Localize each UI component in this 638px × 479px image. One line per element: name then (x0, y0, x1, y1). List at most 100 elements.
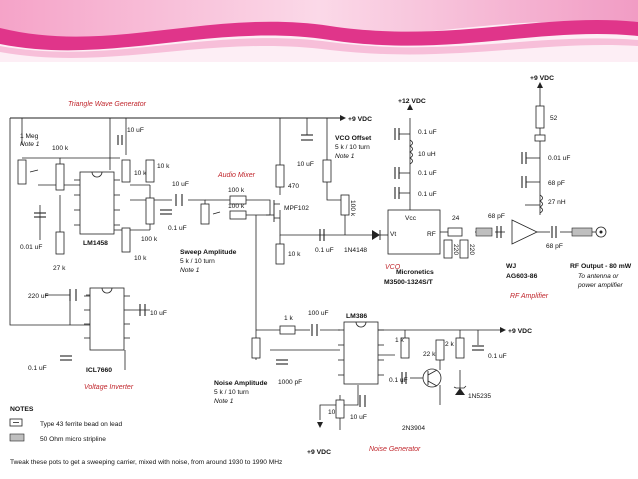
resistor-10k-d (275, 243, 285, 265)
label-to-antenna: To antenna or (578, 273, 619, 280)
label-note1-a: Note 1 (20, 141, 40, 148)
pot-1meg (17, 159, 27, 185)
resistor-10-a (335, 399, 345, 419)
resistor-27k (55, 231, 65, 255)
label-01uf-g: 0.1 uF (488, 353, 507, 360)
cap-01uf-f (60, 355, 72, 361)
label-vco-pot: 5 k / 10 turn (335, 144, 370, 151)
label-10-a: 10 (328, 409, 336, 416)
label-vco-offset: VCO Offset (335, 135, 372, 142)
label-100k-b: 100 k (141, 236, 158, 243)
cap-10uf-d (139, 304, 146, 316)
label-note1-b: Note 1 (180, 267, 200, 274)
audio-mixer: Sweep Amplitude 5 k / 10 turn Note 1 100… (180, 134, 381, 274)
label-mpf102: MPF102 (284, 205, 309, 212)
resistor-1k-b (400, 337, 410, 359)
notes-header: NOTES (10, 406, 34, 413)
ic-lm1458 (79, 171, 115, 235)
label-68pf-b: 68 pF (548, 180, 565, 187)
label-rf-output: RF Output - 80 mW (570, 263, 632, 270)
zener-1n5235 (453, 385, 467, 395)
banner-wave-light (0, 38, 638, 58)
amp-ag603 (511, 219, 538, 245)
transistor-2n3904 (422, 368, 442, 388)
cap-10uf-c (301, 134, 313, 141)
cap-68pf-a (496, 226, 502, 238)
resistor-10k-c (121, 227, 131, 253)
label-27nh: 27 nH (548, 199, 566, 206)
cap-10uf-b (175, 194, 183, 206)
ic-icl7660-pins (84, 287, 130, 339)
ferrite-bead-rf (534, 134, 546, 142)
label-note1-d: Note 1 (214, 398, 234, 405)
label-01uf-e: 0.1 uF (418, 191, 437, 198)
resistor-22k (435, 339, 445, 361)
note-stripline: 50 Ohm micro stripline (40, 436, 106, 443)
label-100uf: 100 uF (308, 310, 329, 317)
label-01uf-h: 0.1 uF (389, 377, 408, 384)
label-10uh: 10 uH (418, 151, 436, 158)
label-10k-c: 10 k (134, 255, 147, 262)
pot-sweep-amplitude (200, 203, 210, 225)
resistor-10k-a (121, 159, 131, 183)
resistor-1k-a (279, 325, 296, 335)
label-22k: 22 k (423, 351, 436, 358)
label-2k: 2 k (445, 341, 454, 348)
resistor-100k-b (145, 197, 155, 225)
label-m3500: M3500-1324S/T (384, 279, 434, 286)
section-vco-label: VCO (385, 264, 401, 271)
cap-001uf-b (521, 152, 540, 164)
ic-lm1458-pins (74, 171, 120, 226)
cap-001uf-a (34, 212, 46, 218)
rf-amplifier: +9 VDC 52 0.01 uF 68 pF 27 nH WJ AG603-8… (506, 75, 632, 289)
label-2n3904: 2N3904 (402, 425, 425, 432)
label-wj: WJ (506, 263, 516, 270)
resistor-100k-d (229, 210, 247, 220)
cap-10uf-a (117, 135, 123, 145)
pot-vco-offset (322, 159, 332, 183)
stripline-a (475, 227, 493, 237)
cap-01uf-e (394, 187, 410, 199)
inductor-27nh (539, 194, 543, 214)
label-24: 24 (452, 215, 460, 222)
label-01uf-c: 0.1 uF (418, 129, 437, 136)
cap-10uf-e (359, 395, 366, 407)
voltage-inverter: 220 uF ICL7660 10 uF 0.1 uF (28, 287, 167, 374)
label-1000pf: 1000 pF (278, 379, 302, 386)
cap-1000pf (276, 359, 288, 365)
ic-lm386-pins (338, 321, 384, 376)
label-10uf-a: 10 uF (127, 127, 144, 134)
noise-generator: 1 k 100 uF Noise Amplitude 5 k / 10 turn… (214, 310, 532, 456)
section-triangle-label: Triangle Wave Generator (68, 101, 147, 108)
label-001uf-b: 0.01 uF (548, 155, 570, 162)
resistor-2k (455, 337, 465, 359)
stripline-icon (9, 433, 25, 442)
label-27k: 27 k (53, 265, 66, 272)
label-10k-d: 10 k (288, 251, 301, 258)
label-10uf-d: 10 uF (150, 310, 167, 317)
resistor-52 (535, 105, 545, 129)
label-ag603: AG603-86 (506, 273, 538, 280)
label-01uf-b: 0.1 uF (315, 247, 334, 254)
label-10uf-b: 10 uF (172, 181, 189, 188)
ic-lm386 (343, 321, 379, 385)
resistor-100k-e (340, 194, 350, 216)
label-470: 470 (288, 183, 299, 190)
label-01uf-d: 0.1 uF (418, 170, 437, 177)
pot-noise-amplitude (251, 337, 261, 359)
banner-wave-front (0, 20, 638, 51)
label-9v-bottom: +9 VDC (307, 449, 331, 456)
label-9v-rf: +9 VDC (530, 75, 554, 82)
label-rf: RF (427, 231, 436, 238)
label-220-a: 220 (452, 244, 459, 255)
cap-01uf-c (394, 128, 410, 140)
note-tweak: Tweak these pots to get a sweeping carri… (10, 459, 282, 466)
section-noise-generator-label: Noise Generator (369, 446, 421, 453)
section-voltage-inverter-label: Voltage Inverter (84, 384, 134, 391)
label-power-amp: power amplifier (577, 282, 624, 289)
label-100k-e: 100 k (349, 200, 356, 217)
label-10k-a: 10 k (134, 170, 147, 177)
cap-220uf (69, 289, 77, 301)
resistor-24 (447, 227, 463, 237)
